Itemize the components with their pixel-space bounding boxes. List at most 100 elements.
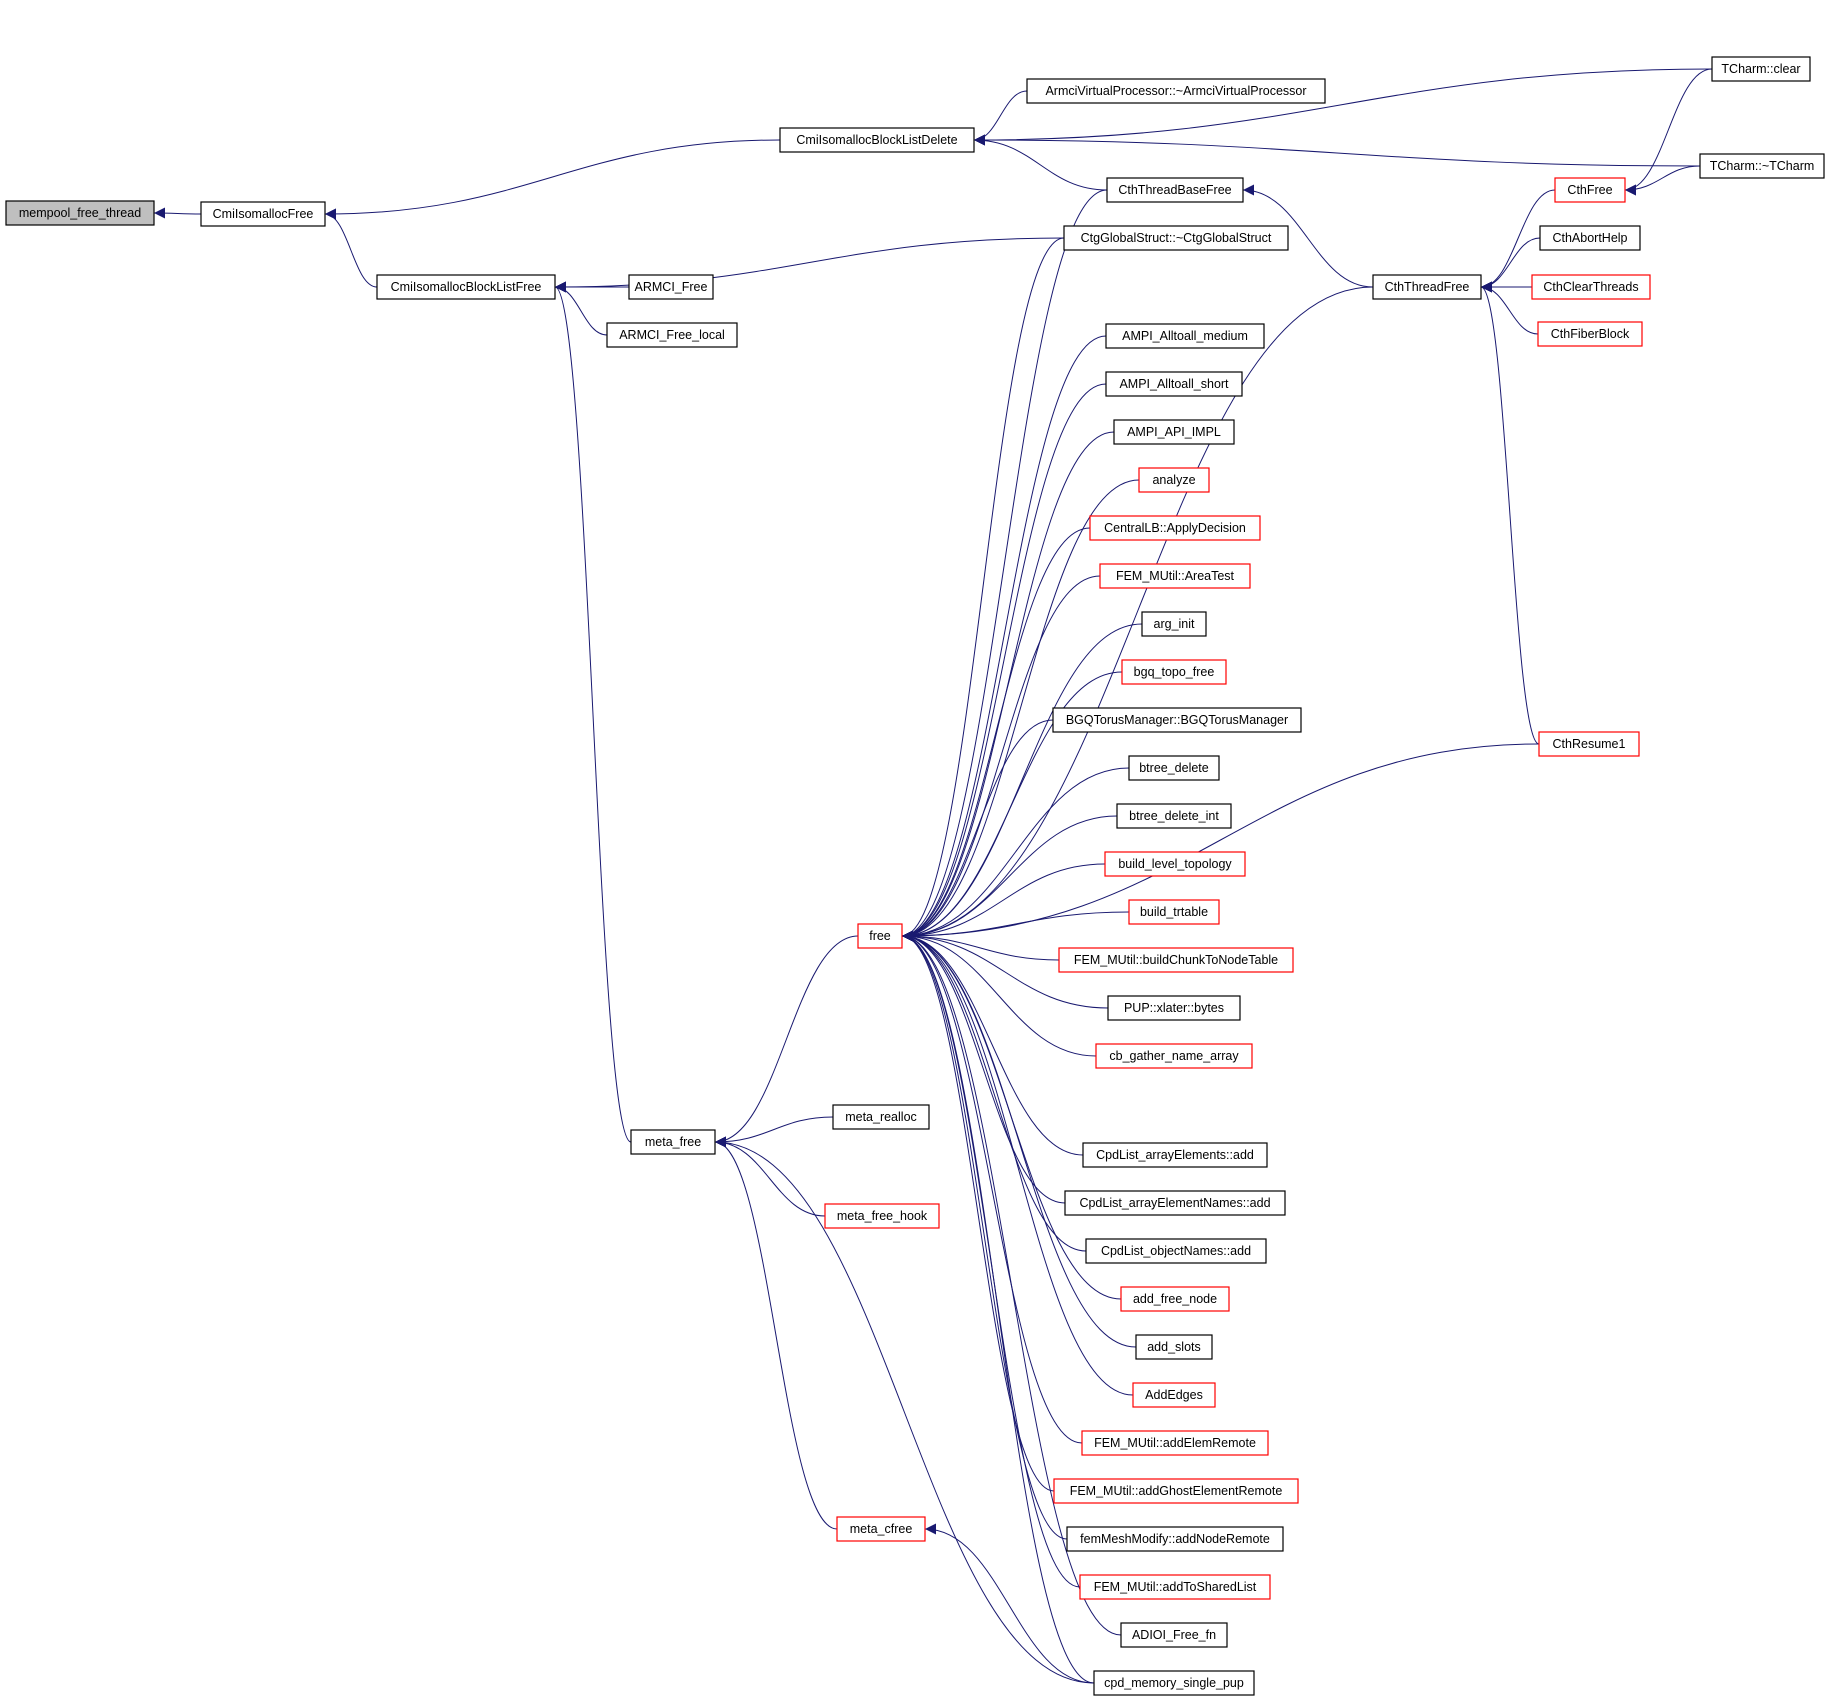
node-box xyxy=(1120,1286,1230,1312)
node-box xyxy=(1053,1478,1299,1504)
node-box xyxy=(1085,1238,1267,1264)
node-AMPI_Alltoall_medium[interactable]: AMPI_Alltoall_medium xyxy=(1105,323,1265,349)
edge-free-to-meta_free xyxy=(714,935,859,1148)
node-label: femMeshModify::addNodeRemote xyxy=(1080,1532,1270,1546)
edge-path xyxy=(901,930,1137,1348)
edge-path xyxy=(901,930,1055,1492)
node-arg_init[interactable]: arg_init xyxy=(1141,611,1207,637)
node-label: AMPI_API_IMPL xyxy=(1127,425,1221,439)
node-label: CpdList_objectNames::add xyxy=(1101,1244,1251,1258)
node-label: add_slots xyxy=(1147,1340,1201,1354)
node-label: CpdList_arrayElementNames::add xyxy=(1079,1196,1270,1210)
node-label: PUP::xlater::bytes xyxy=(1124,1001,1224,1015)
node-box xyxy=(628,274,714,300)
node-label: CentralLB::ApplyDecision xyxy=(1104,521,1246,535)
node-CmiIsomallocBlockListDelete[interactable]: CmiIsomallocBlockListDelete xyxy=(779,127,975,153)
node-ARMCI_Free[interactable]: ARMCI_Free xyxy=(628,274,714,300)
node-analyze[interactable]: analyze xyxy=(1138,467,1210,493)
node-box xyxy=(1105,371,1243,397)
node-CentralLB_ApplyDecision[interactable]: CentralLB::ApplyDecision xyxy=(1089,515,1261,541)
node-label: CthFiberBlock xyxy=(1551,327,1630,341)
edge-path xyxy=(901,383,1107,942)
edge-PUP_xlater_bytes-to-free xyxy=(901,930,1109,1009)
node-box xyxy=(779,127,975,153)
node-TCharm_clear[interactable]: TCharm::clear xyxy=(1711,56,1811,82)
node-label: ADIOI_Free_fn xyxy=(1132,1628,1216,1642)
node-CmiIsomallocBlockListFree[interactable]: CmiIsomallocBlockListFree xyxy=(376,274,556,300)
edge-build_level_topology-to-free xyxy=(901,863,1106,942)
edge-CthFiberBlock-to-CthThreadFree xyxy=(1480,281,1539,335)
node-ARMCI_Free_local[interactable]: ARMCI_Free_local xyxy=(606,322,738,348)
node-add_free_node[interactable]: add_free_node xyxy=(1120,1286,1230,1312)
node-meta_free_hook[interactable]: meta_free_hook xyxy=(824,1203,940,1229)
edge-path xyxy=(973,134,1108,191)
edge-btree_delete-to-free xyxy=(901,767,1130,942)
node-CthFiberBlock[interactable]: CthFiberBlock xyxy=(1537,321,1643,347)
node-FEM_MUtil_addToSharedList[interactable]: FEM_MUtil::addToSharedList xyxy=(1079,1574,1271,1600)
node-box xyxy=(1093,1670,1255,1696)
node-CthClearThreads[interactable]: CthClearThreads xyxy=(1531,274,1651,300)
edge-ARMCI_Free_local-to-CmiIsomallocBlockListFree xyxy=(554,281,608,336)
node-FEM_MUtil_addGhostElementRemote[interactable]: FEM_MUtil::addGhostElementRemote xyxy=(1053,1478,1299,1504)
node-FEM_MUtil_AreaTest[interactable]: FEM_MUtil::AreaTest xyxy=(1099,563,1251,589)
edge-path xyxy=(714,1136,838,1530)
node-box xyxy=(1104,851,1246,877)
node-CthThreadFree[interactable]: CthThreadFree xyxy=(1372,274,1482,300)
node-free[interactable]: free xyxy=(857,923,903,949)
node-BGQTorusManager[interactable]: BGQTorusManager::BGQTorusManager xyxy=(1052,707,1302,733)
edge-path xyxy=(901,671,1123,942)
node-box xyxy=(1539,225,1641,251)
edge-ArmciVP_dtor-to-CmiIsomallocBlockListDelete xyxy=(973,90,1028,146)
node-box xyxy=(1116,803,1232,829)
edge-path xyxy=(901,335,1107,942)
node-CpdList_objectNames_add[interactable]: CpdList_objectNames::add xyxy=(1085,1238,1267,1264)
node-CthAbortHelp[interactable]: CthAbortHelp xyxy=(1539,225,1641,251)
node-label: CmiIsomallocFree xyxy=(213,207,314,221)
node-CpdList_arrayElementNames_add[interactable]: CpdList_arrayElementNames::add xyxy=(1064,1190,1286,1216)
node-CthResume1[interactable]: CthResume1 xyxy=(1538,731,1640,757)
edge-path xyxy=(973,68,1713,146)
node-bgq_topo_free[interactable]: bgq_topo_free xyxy=(1121,659,1227,685)
node-meta_free[interactable]: meta_free xyxy=(630,1129,716,1155)
node-label: build_trtable xyxy=(1140,905,1208,919)
edge-cpd_memory_single_pup-to-meta_cfree xyxy=(924,1523,1095,1684)
node-label: ArmciVirtualProcessor::~ArmciVirtualProc… xyxy=(1045,84,1306,98)
node-CtgGlobalStruct_dtor[interactable]: CtgGlobalStruct::~CtgGlobalStruct xyxy=(1063,225,1289,251)
node-AMPI_API_IMPL[interactable]: AMPI_API_IMPL xyxy=(1113,419,1235,445)
node-label: add_free_node xyxy=(1133,1292,1217,1306)
node-meta_realloc[interactable]: meta_realloc xyxy=(832,1104,930,1130)
edge-meta_realloc-to-meta_free xyxy=(714,1116,834,1148)
node-CpdList_arrayElements_add[interactable]: CpdList_arrayElements::add xyxy=(1082,1142,1268,1168)
node-CthThreadBaseFree[interactable]: CthThreadBaseFree xyxy=(1106,177,1244,203)
node-ADIOI_Free_fn[interactable]: ADIOI_Free_fn xyxy=(1120,1622,1228,1648)
node-box xyxy=(1095,1043,1253,1069)
node-build_level_topology[interactable]: build_level_topology xyxy=(1104,851,1246,877)
node-AddEdges[interactable]: AddEdges xyxy=(1132,1382,1216,1408)
node-box xyxy=(1106,177,1244,203)
node-btree_delete[interactable]: btree_delete xyxy=(1128,755,1220,781)
node-box xyxy=(1105,323,1265,349)
edge-meta_free-to-CmiIsomallocBlockListFree xyxy=(554,281,632,1143)
node-cpd_memory_single_pup[interactable]: cpd_memory_single_pup xyxy=(1093,1670,1255,1696)
node-label: FEM_MUtil::addElemRemote xyxy=(1094,1436,1256,1450)
node-femMeshModify_addNodeRemote[interactable]: femMeshModify::addNodeRemote xyxy=(1066,1526,1284,1552)
node-TCharm_dtor[interactable]: TCharm::~TCharm xyxy=(1699,153,1825,179)
node-FEM_MUtil_addElemRemote[interactable]: FEM_MUtil::addElemRemote xyxy=(1081,1430,1269,1456)
node-CthFree[interactable]: CthFree xyxy=(1554,177,1626,203)
node-label: ARMCI_Free xyxy=(635,280,708,294)
node-PUP_xlater_bytes[interactable]: PUP::xlater::bytes xyxy=(1107,995,1241,1021)
node-meta_cfree[interactable]: meta_cfree xyxy=(836,1516,926,1542)
edge-CthThreadFree-to-free xyxy=(901,286,1374,942)
node-add_slots[interactable]: add_slots xyxy=(1135,1334,1213,1360)
node-cb_gather_name_array[interactable]: cb_gather_name_array xyxy=(1095,1043,1253,1069)
node-ArmciVP_dtor[interactable]: ArmciVirtualProcessor::~ArmciVirtualProc… xyxy=(1026,78,1326,104)
node-btree_delete_int[interactable]: btree_delete_int xyxy=(1116,803,1232,829)
edge-path xyxy=(324,139,781,220)
node-label: CthThreadBaseFree xyxy=(1118,183,1231,197)
node-AMPI_Alltoall_short[interactable]: AMPI_Alltoall_short xyxy=(1105,371,1243,397)
node-box xyxy=(1064,1190,1286,1216)
edge-btree_delete_int-to-free xyxy=(901,815,1118,942)
node-FEM_MUtil_buildChunkToNodeTable[interactable]: FEM_MUtil::buildChunkToNodeTable xyxy=(1058,947,1294,973)
node-build_trtable[interactable]: build_trtable xyxy=(1128,899,1220,925)
node-CmiIsomallocFree[interactable]: CmiIsomallocFree xyxy=(200,201,326,227)
